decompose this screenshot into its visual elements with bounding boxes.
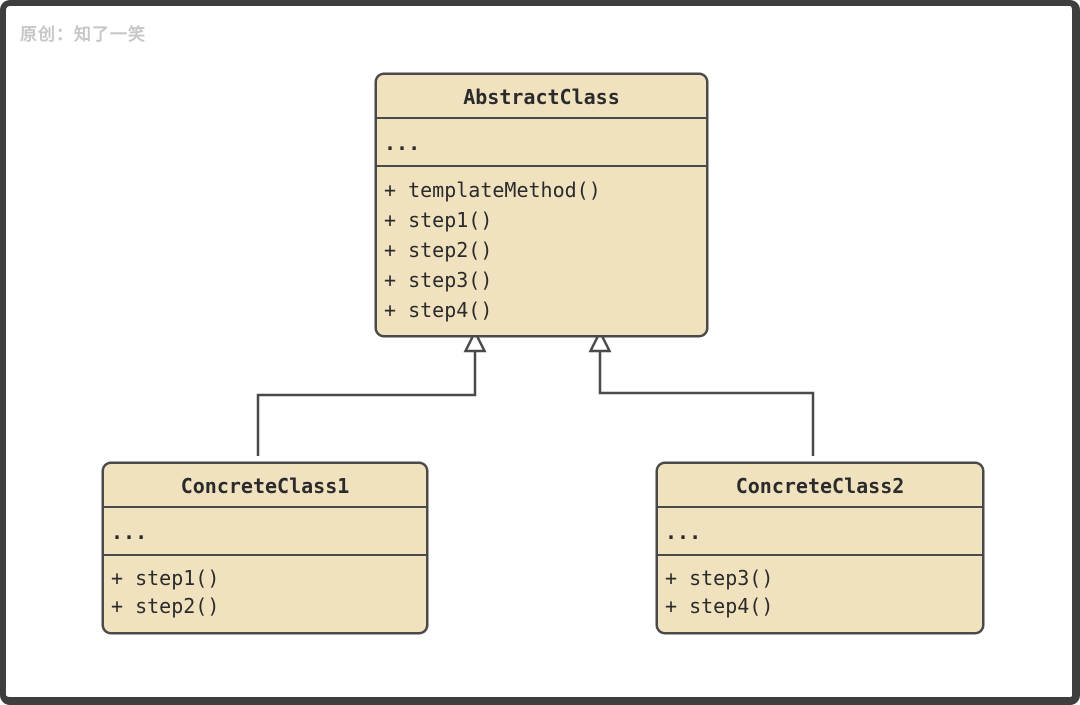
class-title: AbstractClass (377, 75, 706, 119)
class-title: ConcreteClass1 (104, 464, 426, 508)
class-methods: + templateMethod() + step1() + step2() +… (377, 167, 706, 325)
method-item: + step2() (111, 594, 220, 618)
method-item: + step3() (665, 566, 774, 590)
class-methods: + step3() + step4() (658, 556, 982, 620)
method-item: + step4() (384, 298, 493, 322)
hollow-triangle-icon (588, 329, 612, 353)
method-item: + step2() (384, 238, 493, 262)
class-title: ConcreteClass2 (658, 464, 982, 508)
class-attributes: ... (104, 508, 426, 556)
method-item: + templateMethod() (384, 178, 601, 202)
class-box-concreteclass2: ConcreteClass2 ... + step3() + step4() (656, 462, 984, 634)
method-item: + step3() (384, 268, 493, 292)
method-item: + step1() (111, 566, 220, 590)
connectors-layer (256, 329, 815, 456)
class-methods: + step1() + step2() (104, 556, 426, 620)
class-box-abstractclass: AbstractClass ... + templateMethod() + s… (375, 73, 708, 337)
class-attributes: ... (658, 508, 982, 556)
class-box-concreteclass1: ConcreteClass1 ... + step1() + step2() (102, 462, 428, 634)
hollow-triangle-icon (463, 329, 487, 353)
inheritance-arrow-concreteclass2 (588, 329, 815, 456)
watermark-text: 原创：知了一笑 (20, 25, 146, 45)
inheritance-arrow-concreteclass1 (256, 329, 487, 456)
method-item: + step1() (384, 208, 493, 232)
class-attributes: ... (377, 119, 706, 167)
method-item: + step4() (665, 594, 774, 618)
